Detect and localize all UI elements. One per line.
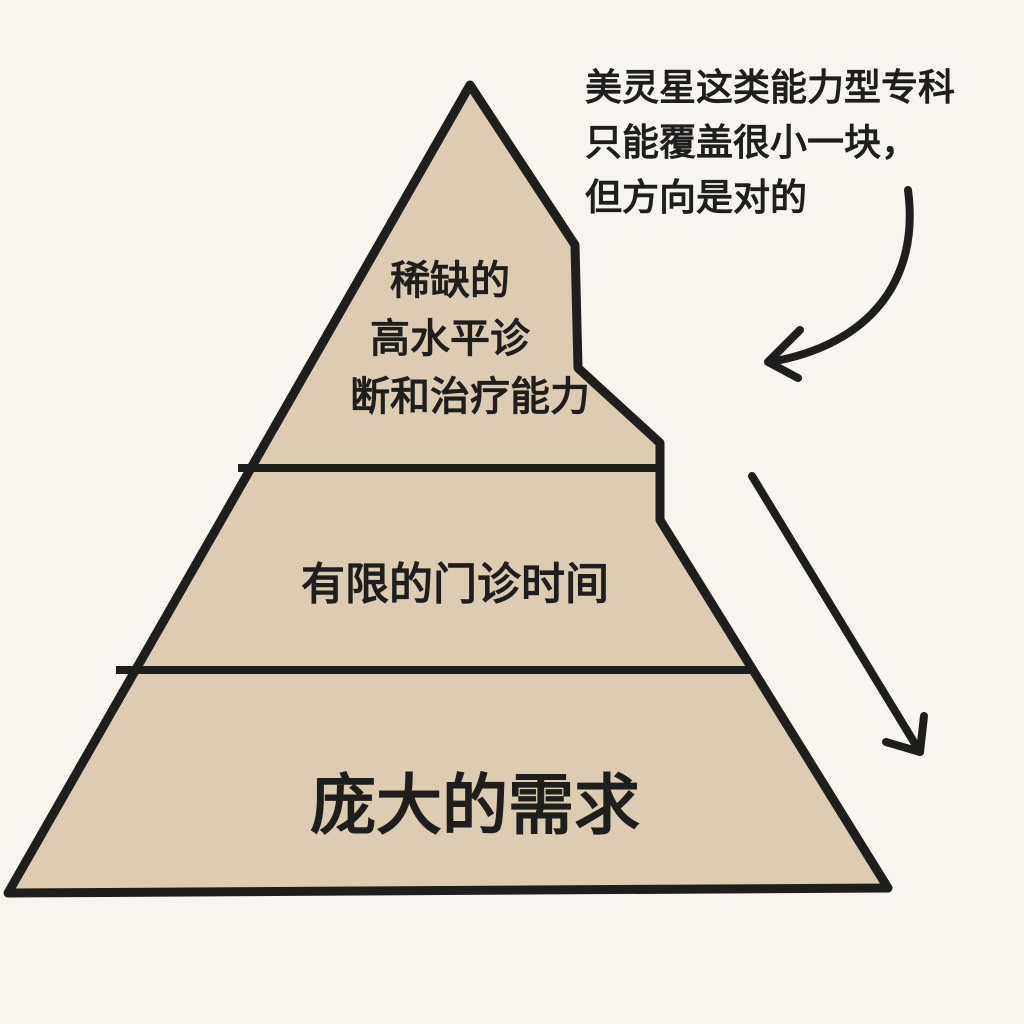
annotation-text: 美灵星这类能力型专科 只能覆盖很小一块， 但方向是对的 <box>585 60 955 225</box>
top-tier-line: 稀缺的 <box>390 258 510 304</box>
annotation-line: 只能覆盖很小一块， <box>585 121 918 164</box>
annotation-line: 美灵星这类能力型专科 <box>585 66 955 109</box>
bottom-tier-label: 庞大的需求 <box>310 767 640 844</box>
down-right-arrow-icon <box>748 472 928 756</box>
top-tier-line: 高水平诊 <box>370 316 530 362</box>
pyramid-shape <box>3 80 893 898</box>
top-tier-line: 断和治疗能力 <box>350 374 590 420</box>
middle-tier-label: 有限的门诊时间 <box>301 559 609 610</box>
top-tier-label: 稀缺的 高水平诊 断和治疗能力 <box>280 252 660 426</box>
annotation-line: 但方向是对的 <box>585 176 807 219</box>
curved-arrow-icon <box>764 186 914 382</box>
